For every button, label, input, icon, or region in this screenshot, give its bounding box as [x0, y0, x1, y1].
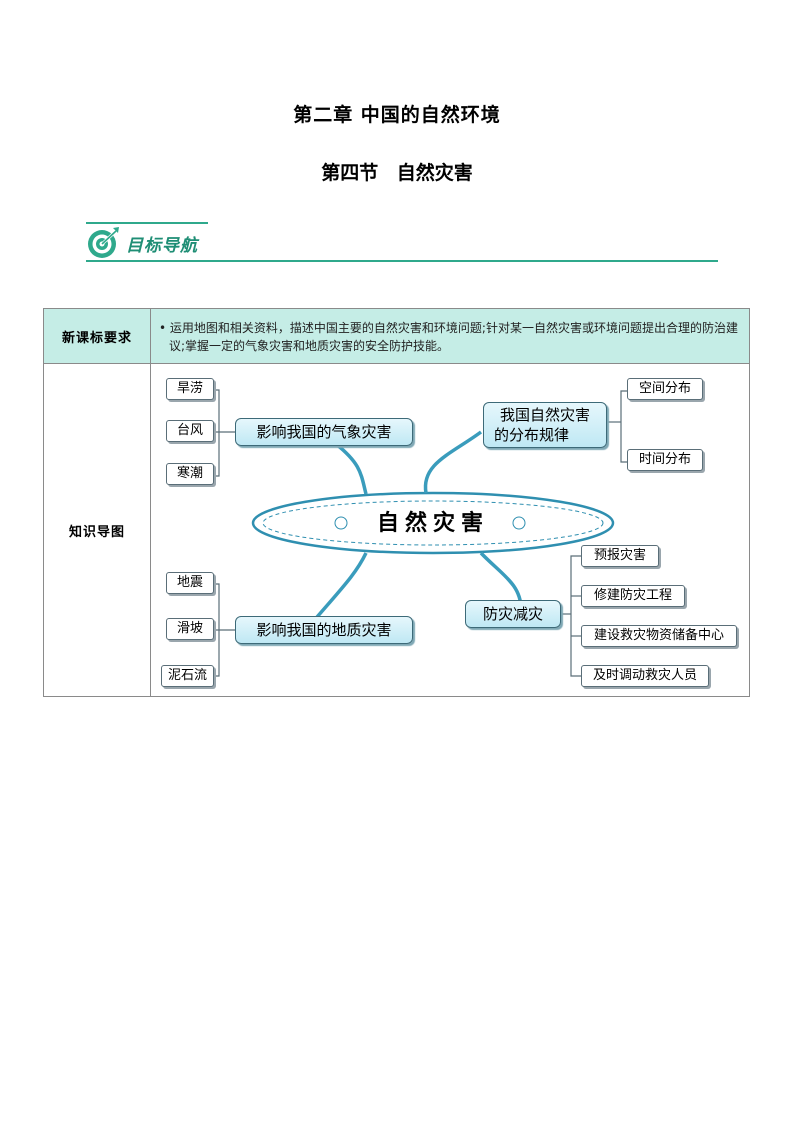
leaf-typhoon: 台风 — [166, 420, 214, 442]
requirement-label: 新课标要求 — [43, 308, 151, 364]
mind-map: 旱涝 台风 寒潮 影响我国的气象灾害 我国自然灾害 的分布规律 空间分布 时间分… — [151, 364, 749, 696]
leaf-cold-wave: 寒潮 — [166, 463, 214, 485]
branch-distribution-line1: 我国自然灾害 — [499, 406, 590, 424]
knowledge-map-cell: 旱涝 台风 寒潮 影响我国的气象灾害 我国自然灾害 的分布规律 空间分布 时间分… — [150, 363, 750, 697]
leaf-landslide: 滑坡 — [166, 618, 214, 640]
leaf-build-prevention-works: 修建防灾工程 — [581, 585, 685, 607]
leaf-drought-flood: 旱涝 — [166, 378, 214, 400]
leaf-build-reserve-center: 建设救灾物资储备中心 — [581, 625, 737, 647]
leaf-temporal-distribution: 时间分布 — [627, 449, 703, 471]
leaf-debris-flow: 泥石流 — [161, 665, 214, 687]
leaf-earthquake: 地震 — [166, 572, 214, 594]
leaf-forecast-disasters: 预报灾害 — [581, 545, 659, 567]
banner-label: 目标导航 — [126, 236, 198, 256]
target-icon — [88, 227, 119, 258]
table-row: 新课标要求 • 运用地图和相关资料，描述中国主要的自然灾害和环境问题;针对某一自… — [43, 308, 750, 364]
branch-disaster-prevention: 防灾减灾 — [465, 600, 561, 628]
goal-banner: 目标导航 — [86, 222, 720, 266]
table-row: 知识导图 — [43, 363, 750, 697]
mind-map-connectors — [199, 389, 639, 677]
section-title: 第四节 自然灾害 — [321, 162, 473, 184]
content-table: 新课标要求 • 运用地图和相关资料，描述中国主要的自然灾害和环境问题;针对某一自… — [43, 308, 750, 697]
branch-distribution-line2: 的分布规律 — [494, 426, 570, 444]
leaf-spatial-distribution: 空间分布 — [627, 378, 703, 400]
leaf-dispatch-rescuers: 及时调动救灾人员 — [581, 665, 709, 687]
banner-top-line — [86, 222, 208, 224]
chapter-title: 第二章 中国的自然环境 — [293, 104, 501, 126]
requirement-text: • 运用地图和相关资料，描述中国主要的自然灾害和环境问题;针对某一自然灾害或环境… — [150, 308, 750, 364]
center-topic: 自然灾害 — [376, 510, 489, 536]
branch-distribution-pattern: 我国自然灾害 的分布规律 — [483, 402, 607, 448]
banner-bottom-line — [86, 260, 718, 262]
knowledge-map-label: 知识导图 — [43, 363, 151, 697]
branch-geological-disasters: 影响我国的地质灾害 — [235, 616, 413, 644]
branch-weather-disasters: 影响我国的气象灾害 — [235, 418, 413, 446]
